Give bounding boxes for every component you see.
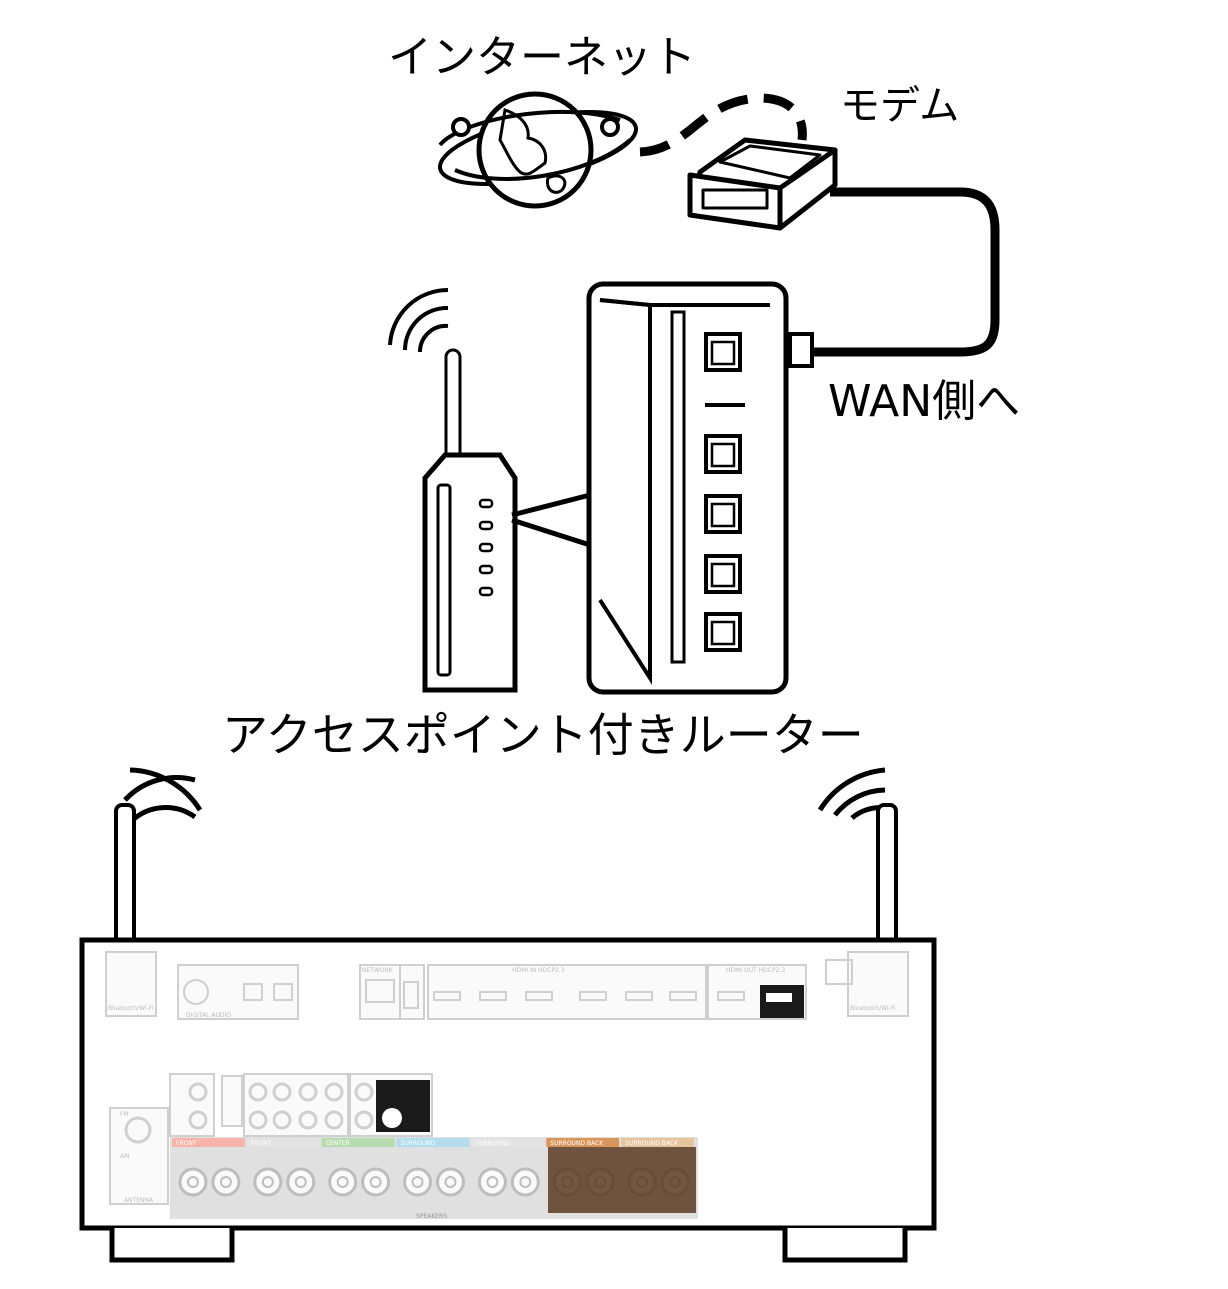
speaker-terminal <box>477 1167 507 1197</box>
wan-side-label: WAN側へ <box>828 376 1021 427</box>
lan-port-icon <box>704 494 742 534</box>
speaker-terminal-core <box>519 1176 532 1188</box>
fm-label: FM <box>120 1111 129 1118</box>
wan-cable <box>808 187 1000 357</box>
speaker-terminal <box>253 1167 283 1197</box>
speaker-section-header <box>172 1138 245 1147</box>
lan-port-icon <box>704 612 742 652</box>
speaker-terminal <box>403 1167 433 1197</box>
speaker-terminal <box>211 1167 241 1197</box>
router-port-panel <box>586 281 789 695</box>
speaker-section-header <box>546 1138 620 1147</box>
speaker-section-header <box>396 1138 470 1147</box>
speaker-terminal-core <box>369 1176 382 1188</box>
router-label: アクセスポイント付きルーター <box>222 708 864 762</box>
am-label: AM <box>120 1153 129 1160</box>
hdmi-in-label: HDMI IN HDCP2.3 <box>512 967 565 974</box>
router-icon <box>388 287 518 693</box>
speaker-section-label: SURROUND BACK <box>550 1140 604 1147</box>
speaker-section-header <box>321 1138 395 1147</box>
speaker-terminal-core <box>186 1176 199 1188</box>
speakers-label: SPEAKERS <box>416 1213 447 1220</box>
internet-globe-icon <box>437 91 639 209</box>
speaker-terminal <box>328 1167 358 1197</box>
zoom-callout <box>511 492 591 548</box>
speaker-section-label: CENTER <box>326 1140 350 1147</box>
speaker-terminal <box>286 1167 316 1197</box>
speaker-terminal-core <box>294 1176 307 1188</box>
internet-label: インターネット <box>388 32 696 83</box>
speaker-terminal <box>435 1167 465 1197</box>
speaker-terminal-core <box>486 1176 499 1188</box>
modem-label: モデム <box>840 83 960 129</box>
speaker-terminal <box>361 1167 391 1197</box>
right-antenna-icon <box>817 767 898 977</box>
speaker-terminal <box>510 1167 540 1197</box>
speaker-section-header <box>471 1138 545 1147</box>
speaker-section-header <box>246 1138 320 1147</box>
wan-port-icon <box>704 332 742 372</box>
speaker-section-label: SURROUND <box>401 1140 436 1147</box>
speaker-terminal-core <box>261 1176 274 1188</box>
speaker-section-label: SURROUND <box>475 1140 510 1147</box>
lan-ports <box>704 332 742 652</box>
digital-audio-label: DIGITAL AUDIO <box>186 1012 231 1019</box>
speaker-terminal-core <box>336 1176 349 1188</box>
antenna-label-right: Bluetooth/Wi-Fi <box>850 1005 896 1012</box>
speaker-section-label: FRONT <box>251 1140 272 1147</box>
internet-link-dashed <box>639 93 807 157</box>
speaker-terminal-core <box>219 1176 232 1188</box>
av-receiver-rear-panel: Bluetooth/Wi-Fi Bluetooth/Wi-Fi NETWORK … <box>79 937 937 1263</box>
network-label: NETWORK <box>362 967 394 974</box>
lan-port-icon <box>704 434 742 474</box>
speaker-section-label: SURROUND BACK <box>625 1140 679 1147</box>
speaker-terminal-core <box>444 1176 457 1188</box>
speaker-section-label: FRONT <box>176 1140 197 1147</box>
hdmi-out-label: HDMI OUT HDCP2.3 <box>726 967 785 974</box>
speaker-terminal <box>178 1167 208 1197</box>
speaker-terminal-core <box>411 1176 424 1188</box>
speaker-section-header <box>621 1138 694 1147</box>
lan-port-icon <box>704 554 742 594</box>
modem-icon <box>687 137 838 231</box>
antenna-section-label: ANTENNA <box>124 1197 154 1204</box>
antenna-label-left: Bluetooth/Wi-Fi <box>108 1005 154 1012</box>
